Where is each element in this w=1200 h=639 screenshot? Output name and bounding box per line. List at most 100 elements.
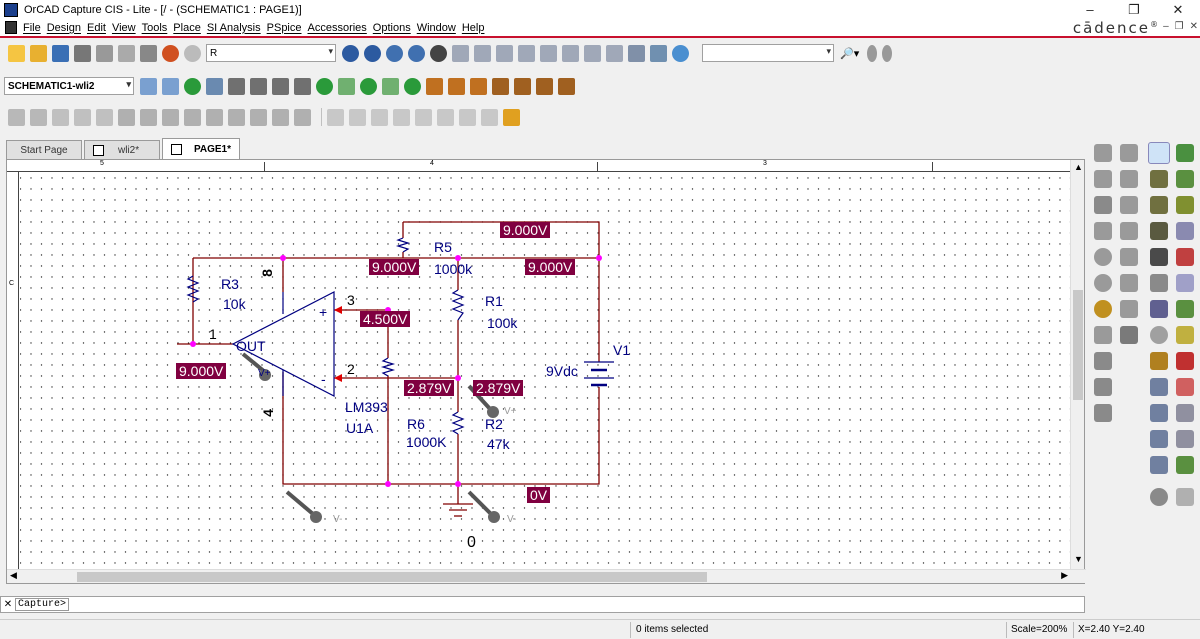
- doc-minimize-button[interactable]: –: [1163, 21, 1169, 32]
- place-bus-entry-icon[interactable]: [1150, 222, 1168, 240]
- optimizer-icon[interactable]: [558, 77, 575, 95]
- voltage-marker-icon[interactable]: [228, 77, 245, 95]
- annotate-icon[interactable]: [496, 44, 513, 62]
- edit-properties-icon[interactable]: [228, 108, 245, 126]
- place-bookmark-icon[interactable]: [1120, 326, 1138, 344]
- menu-window[interactable]: Window: [416, 21, 456, 34]
- opamp-lm393[interactable]: [231, 291, 335, 397]
- horizontal-scrollbar[interactable]: ◀ ▶: [7, 569, 1086, 583]
- bom-icon[interactable]: [518, 44, 535, 62]
- schematic-drawing[interactable]: [7, 172, 1072, 570]
- place-bus-icon[interactable]: [1176, 170, 1194, 188]
- zoom-all-icon[interactable]: [408, 44, 425, 62]
- place-ground-icon[interactable]: [1120, 248, 1138, 266]
- scroll-down-icon[interactable]: ▼: [1074, 554, 1083, 564]
- probe-out-icon[interactable]: [259, 369, 271, 381]
- probe-gnd1-icon[interactable]: [310, 511, 322, 523]
- probe-gnd2-icon[interactable]: [488, 511, 500, 523]
- home-icon[interactable]: [1094, 404, 1112, 422]
- hierarchy-block-icon[interactable]: [1094, 196, 1112, 214]
- menu-accessories[interactable]: Accessories: [307, 21, 367, 34]
- place-polyline-icon[interactable]: [1150, 300, 1168, 318]
- rotate-select-icon[interactable]: [1150, 430, 1168, 448]
- netlist-icon[interactable]: [474, 44, 491, 62]
- new-profile-icon[interactable]: [140, 77, 157, 95]
- marker-icon[interactable]: [426, 77, 443, 95]
- wire-icon[interactable]: [74, 108, 91, 126]
- chevron-down-icon[interactable]: ▾: [826, 46, 831, 56]
- brace-icon[interactable]: [1176, 488, 1194, 506]
- rotate-select-2-icon[interactable]: [1176, 430, 1194, 448]
- menu-place[interactable]: Place: [173, 21, 201, 34]
- menu-si-analysis[interactable]: SI Analysis: [206, 21, 261, 34]
- resistor-r5[interactable]: [395, 237, 411, 253]
- voltage-toggle-icon[interactable]: [338, 77, 355, 95]
- descend-icon[interactable]: [272, 108, 289, 126]
- add-icon[interactable]: [1150, 488, 1168, 506]
- zoom-select-icon[interactable]: [1150, 404, 1168, 422]
- close-button[interactable]: ✕: [1172, 1, 1184, 17]
- lock-icon[interactable]: [503, 108, 520, 126]
- align-center-icon[interactable]: [349, 108, 366, 126]
- rotate-icon[interactable]: [118, 108, 135, 126]
- scroll-right-icon[interactable]: ▶: [1061, 570, 1068, 580]
- print-icon[interactable]: [74, 44, 91, 62]
- cross-reference-icon[interactable]: [540, 44, 557, 62]
- place-line-icon[interactable]: [1176, 274, 1194, 292]
- part-editor-icon[interactable]: [8, 108, 25, 126]
- probe-div-stem[interactable]: [467, 384, 493, 412]
- select-all-icon[interactable]: [1094, 144, 1112, 162]
- next-icon[interactable]: [882, 44, 893, 62]
- restore-button[interactable]: ❐: [1128, 1, 1140, 17]
- place-text-icon[interactable]: [1176, 222, 1194, 240]
- place-pin-icon[interactable]: [1094, 222, 1112, 240]
- horizontal-scroll-thumb[interactable]: [77, 572, 707, 582]
- zoom-area-icon[interactable]: [386, 44, 403, 62]
- cut-icon[interactable]: [96, 44, 113, 62]
- place-picture-icon[interactable]: [1094, 326, 1112, 344]
- menu-design[interactable]: Design: [46, 21, 81, 34]
- place-ellipse-icon[interactable]: [1094, 300, 1112, 318]
- orcad-app-icon[interactable]: [4, 2, 18, 17]
- battery-v1[interactable]: [584, 361, 614, 387]
- align-left-icon[interactable]: [327, 108, 344, 126]
- place-off-page-icon[interactable]: [1120, 222, 1138, 240]
- filter-icon[interactable]: [162, 108, 179, 126]
- vertical-scroll-thumb[interactable]: [1073, 290, 1083, 400]
- current-marker-icon[interactable]: [272, 77, 289, 95]
- distribute-vertical-icon[interactable]: [481, 108, 498, 126]
- view-results-icon[interactable]: [206, 77, 223, 95]
- run-icon[interactable]: [184, 77, 201, 95]
- snap-grid-icon[interactable]: [1120, 144, 1138, 162]
- doc-close-button[interactable]: ✕: [1189, 21, 1198, 32]
- command-input[interactable]: Capture>: [15, 598, 70, 611]
- menu-view[interactable]: View: [111, 21, 136, 34]
- select-net-icon[interactable]: [1150, 378, 1168, 396]
- place-arc-icon[interactable]: [1120, 300, 1138, 318]
- edit-profile-icon[interactable]: [162, 77, 179, 95]
- resistor-r3[interactable]: [186, 275, 200, 303]
- ascend-icon[interactable]: [294, 108, 311, 126]
- align-right-icon[interactable]: [371, 108, 388, 126]
- paste-icon[interactable]: [140, 44, 157, 62]
- menu-file[interactable]: File: [23, 21, 41, 34]
- previous-icon[interactable]: [867, 44, 878, 62]
- zoom-select-2-icon[interactable]: [1176, 404, 1194, 422]
- marker-2-icon[interactable]: [448, 77, 465, 95]
- edit-graphics-icon[interactable]: [1094, 170, 1112, 188]
- undo-icon[interactable]: [162, 44, 179, 62]
- place-no-connect-icon[interactable]: [1150, 274, 1168, 292]
- chevron-down-icon[interactable]: ▾: [126, 79, 131, 89]
- stack-icon[interactable]: [1094, 352, 1112, 370]
- place-off-page-connector-icon[interactable]: [1176, 248, 1194, 266]
- delete-palette-icon[interactable]: [1176, 352, 1194, 370]
- probe-out-stem[interactable]: [241, 352, 267, 374]
- open-icon[interactable]: [30, 44, 47, 62]
- place-part-icon[interactable]: [1176, 144, 1194, 162]
- part-search-combo[interactable]: R▾: [206, 44, 336, 62]
- library-icon[interactable]: [30, 108, 47, 126]
- distribute-icon[interactable]: [459, 108, 476, 126]
- sensitivity-icon[interactable]: [536, 77, 553, 95]
- chevron-down-icon[interactable]: ▾: [328, 46, 333, 56]
- find-combo[interactable]: ▾: [702, 44, 834, 62]
